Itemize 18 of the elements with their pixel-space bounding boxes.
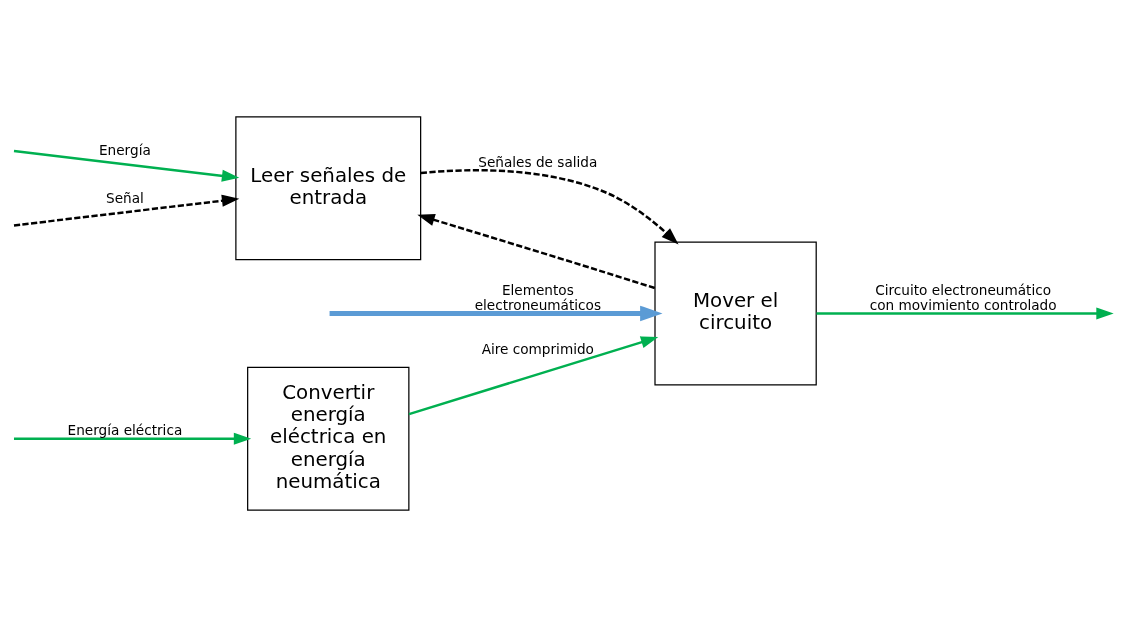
- edge-label: Aire comprimido: [481, 340, 594, 357]
- arrow: [408, 335, 659, 415]
- edge-label: Elementos electroneumáticos: [474, 281, 601, 313]
- edge-label: Señales de salida: [478, 153, 598, 170]
- edge-label: Energía: [99, 141, 151, 158]
- arrow: [329, 305, 663, 321]
- arrow: [14, 432, 252, 445]
- edge-label: Señal: [105, 189, 144, 206]
- edge-label: Energía eléctrica: [67, 421, 183, 438]
- arrow: [417, 213, 656, 289]
- arrow: [816, 306, 1114, 320]
- arrow: [13, 194, 240, 227]
- arrow: [420, 168, 679, 245]
- node-box: Leer señales de entrada: [235, 115, 422, 260]
- edge-label: Circuito electroneumático con movimiento controlado: [869, 281, 1057, 313]
- node-box: Mover el circuito: [654, 241, 817, 385]
- node-box: Convertir energía eléctrica en energía neumática: [247, 366, 410, 511]
- arrow: [13, 149, 240, 182]
